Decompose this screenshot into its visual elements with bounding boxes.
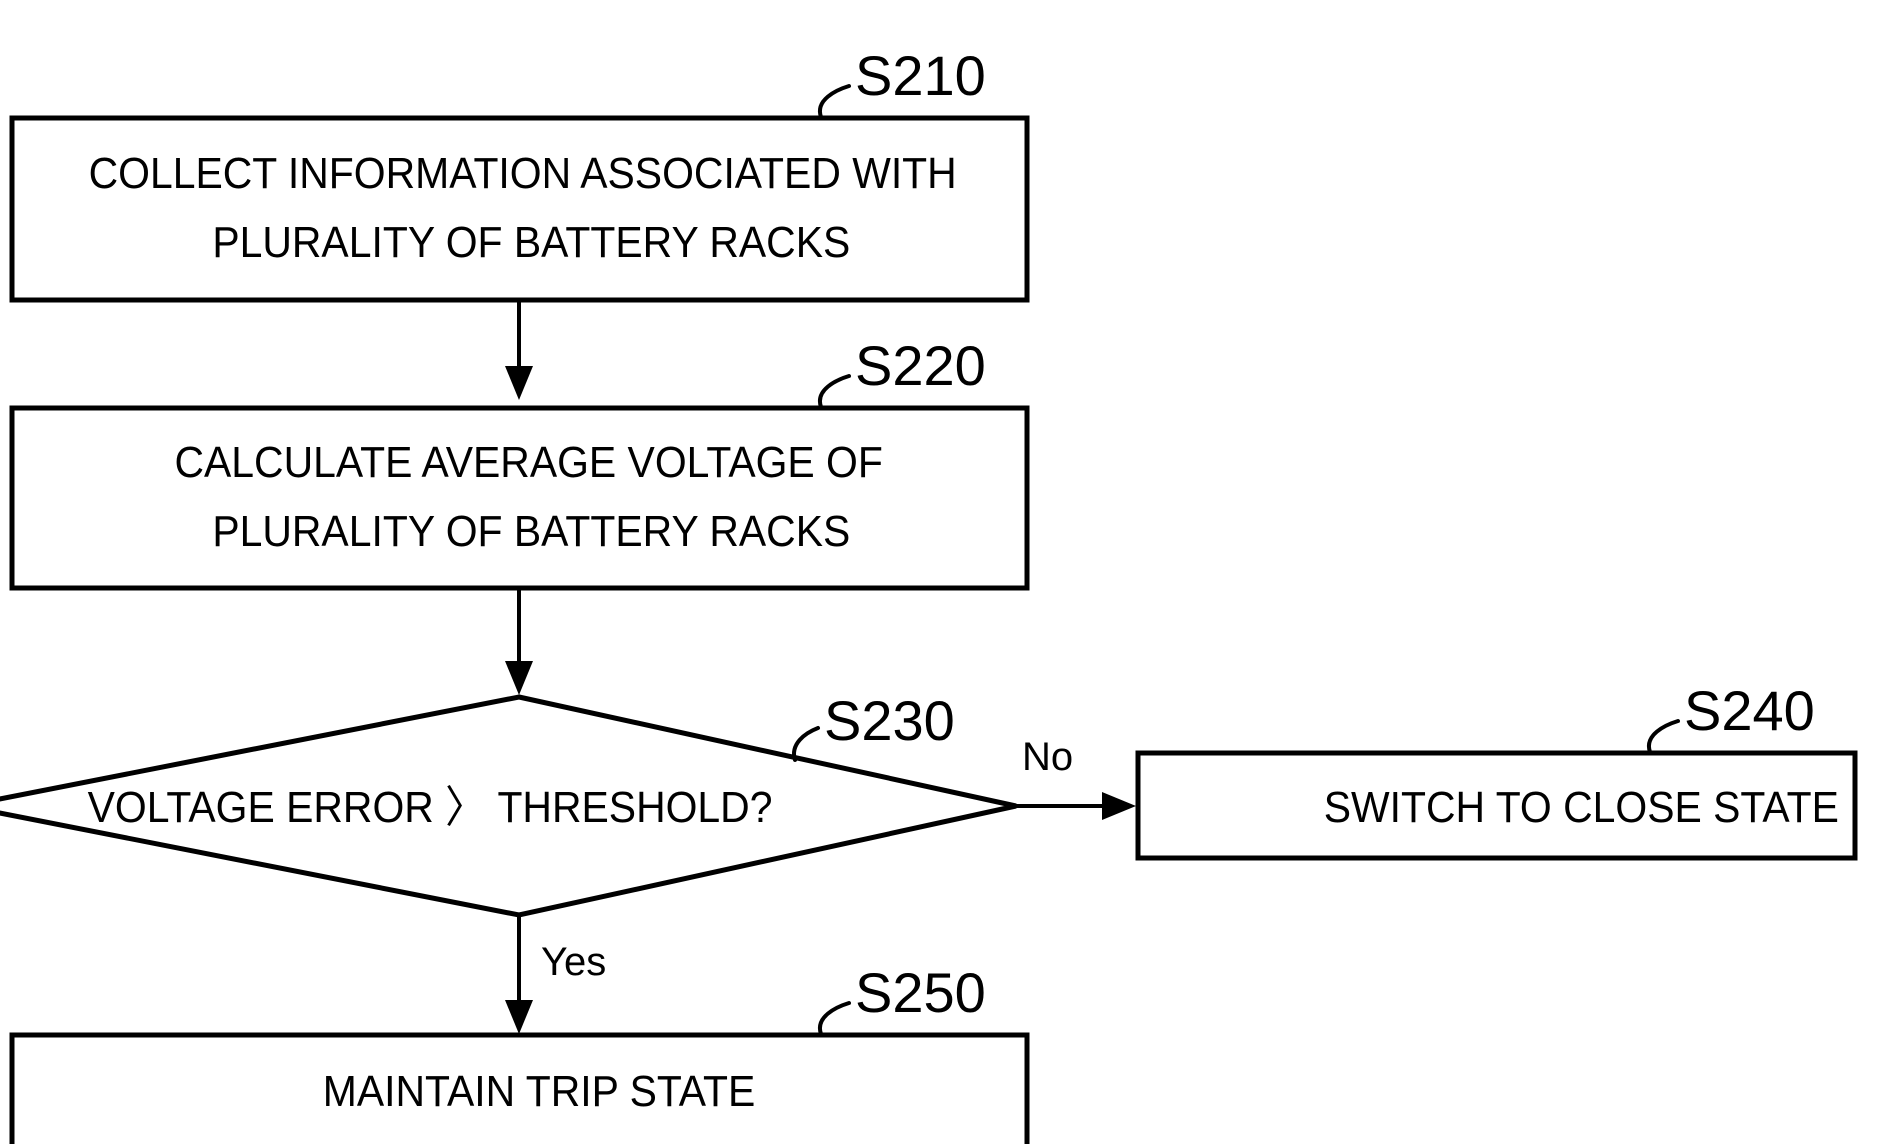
node-s230-step-label: S230 — [824, 689, 955, 752]
node-s220-line-1: CALCULATE AVERAGE VOLTAGE OF — [174, 439, 882, 488]
edge-s230-s250: Yes — [505, 915, 606, 1034]
node-s250-line-1: MAINTAIN TRIP STATE — [323, 1068, 756, 1117]
edge-s230-s250-arrowhead — [505, 1000, 533, 1034]
node-s250-leader-line — [817, 1001, 851, 1036]
node-s250-step-label: S250 — [855, 961, 986, 1024]
node-s220[interactable]: CALCULATE AVERAGE VOLTAGE OF PLURALITY O… — [9, 405, 1030, 591]
node-s230-line-1: VOLTAGE ERROR 〉 THRESHOLD? — [88, 784, 773, 833]
node-s210-line-1: COLLECT INFORMATION ASSOCIATED WITH — [89, 150, 957, 199]
edge-s220-s230-arrowhead — [505, 661, 533, 695]
node-s210-step-label: S210 — [855, 44, 986, 107]
node-s230[interactable]: VOLTAGE ERROR 〉 THRESHOLD? — [0, 694, 1017, 918]
node-s220-line-2: PLURALITY OF BATTERY RACKS — [212, 508, 850, 557]
node-s240-step-label: S240 — [1684, 679, 1815, 742]
edge-s230-s240: No — [1016, 735, 1136, 820]
edge-s230-s250-label: Yes — [541, 940, 606, 984]
edge-s210-s220 — [505, 300, 533, 400]
node-s240[interactable]: SWITCH TO CLOSE STATE — [1135, 750, 1858, 861]
node-s220-step-label: S220 — [855, 334, 986, 397]
node-s240-box[interactable] — [1135, 750, 1858, 861]
edge-s230-s240-label: No — [1022, 735, 1073, 779]
node-s250-box[interactable] — [9, 1032, 1030, 1144]
node-s240-line-1: SWITCH TO CLOSE STATE — [1324, 784, 1839, 833]
node-s210-leader-line — [817, 84, 851, 119]
node-s230-leader-line — [792, 726, 820, 762]
node-s210[interactable]: COLLECT INFORMATION ASSOCIATED WITH PLUR… — [9, 115, 1030, 303]
node-s220-box[interactable] — [9, 405, 1030, 591]
node-s240-leader-line — [1646, 719, 1680, 754]
node-s220-leader-line — [817, 374, 851, 409]
node-s250[interactable]: MAINTAIN TRIP STATE — [9, 1032, 1030, 1144]
node-s210-line-2: PLURALITY OF BATTERY RACKS — [212, 219, 850, 268]
node-s210-box[interactable] — [9, 115, 1030, 303]
edge-s230-s240-arrowhead — [1102, 792, 1136, 820]
edge-s220-s230 — [505, 588, 533, 695]
edge-s210-s220-arrowhead — [505, 366, 533, 400]
